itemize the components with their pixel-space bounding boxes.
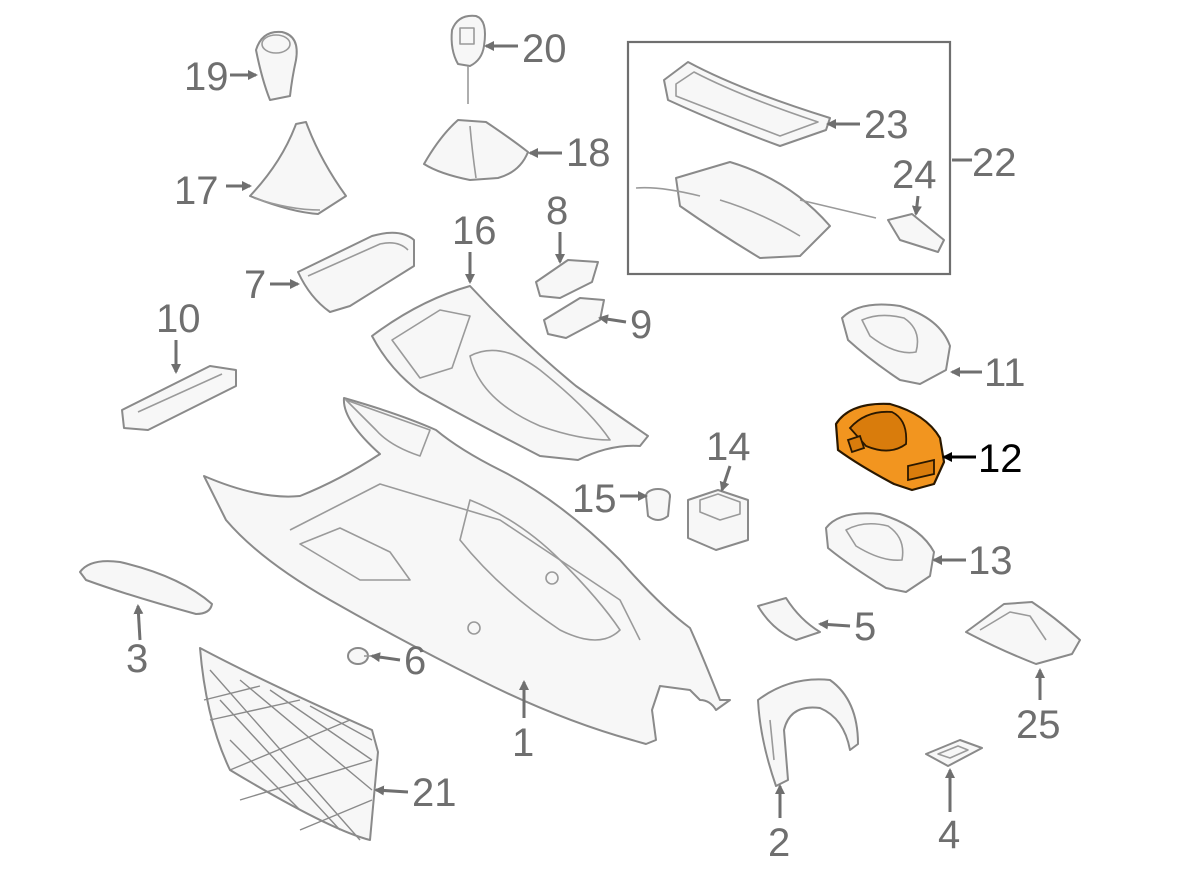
part-22-shifter-assembly — [635, 161, 877, 259]
callout-12: 12 — [978, 437, 1023, 481]
callout-23: 23 — [864, 103, 909, 147]
part-13-bezel — [825, 512, 935, 593]
callout-19: 19 — [184, 55, 229, 99]
part-4-clip — [925, 739, 983, 767]
callout-17: 17 — [174, 169, 219, 213]
part-5-pad — [757, 597, 821, 641]
part-11-bezel — [841, 303, 951, 385]
part-10-switch-block — [121, 365, 237, 431]
part-19-gear-knob — [255, 30, 298, 101]
part-25-cover — [965, 601, 1081, 665]
part-14-switch — [687, 489, 749, 551]
callout-24: 24 — [892, 153, 937, 197]
callout-22: 22 — [972, 141, 1017, 185]
callout-9: 9 — [630, 303, 652, 347]
callout-2: 2 — [768, 821, 790, 865]
part-3-trim-strip — [79, 560, 213, 615]
part-16-trim-panel — [371, 285, 649, 461]
part-21-storage-net — [199, 647, 379, 841]
callout-6: 6 — [404, 639, 426, 683]
callout-4: 4 — [938, 813, 960, 857]
callout-8: 8 — [546, 189, 568, 233]
part-7-storage-tray — [297, 231, 415, 313]
callout-25: 25 — [1016, 703, 1061, 747]
part-24-lever — [887, 213, 945, 253]
callout-13: 13 — [968, 539, 1013, 583]
part-17-shift-boot — [249, 121, 347, 215]
part-1-center-console — [203, 397, 731, 745]
callout-15: 15 — [572, 477, 617, 521]
callout-7: 7 — [244, 263, 266, 307]
part-23-cover-plate — [663, 61, 831, 147]
callout-21: 21 — [412, 771, 457, 815]
callout-14: 14 — [706, 425, 751, 469]
callout-11: 11 — [984, 351, 1026, 395]
callout-10: 10 — [156, 297, 201, 341]
part-9-small-tray — [543, 297, 605, 339]
part-20-shift-lever — [450, 14, 486, 104]
leader-lines — [133, 41, 1045, 818]
callout-18: 18 — [566, 131, 611, 175]
callout-20: 20 — [522, 27, 567, 71]
callout-16: 16 — [452, 209, 497, 253]
part-2-bracket — [757, 678, 859, 787]
part-6-clip — [347, 647, 372, 665]
part-8-small-tray — [535, 259, 599, 299]
callout-3: 3 — [126, 637, 148, 681]
callout-1: 1 — [512, 721, 534, 765]
callout-5: 5 — [854, 605, 876, 649]
part-15-socket — [645, 488, 671, 521]
part-18-shift-boot — [423, 119, 529, 181]
part-22-group-box — [626, 40, 952, 276]
part-12-bezel-highlighted — [834, 402, 946, 492]
